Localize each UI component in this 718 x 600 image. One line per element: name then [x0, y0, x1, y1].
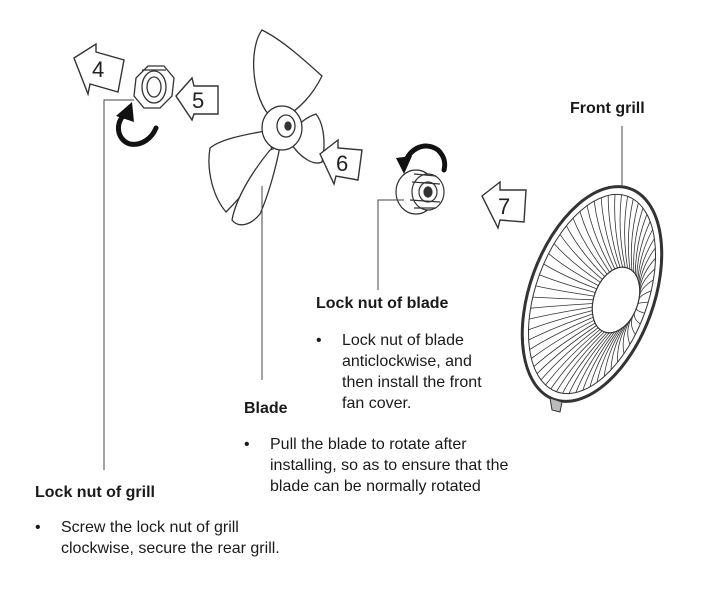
grill-spoke: [556, 331, 605, 392]
grill-spoke: [579, 211, 610, 273]
grill-spoke: [529, 306, 593, 320]
arrow-left-icon: [319, 138, 363, 187]
grill-spoke: [531, 319, 595, 359]
grill-spoke: [600, 197, 618, 269]
grill-spoke: [582, 331, 615, 391]
arrow-left-icon: [481, 180, 527, 231]
grill-spoke: [562, 332, 608, 394]
grill-spoke: [572, 217, 608, 275]
step-arrow-7: 7: [481, 180, 527, 231]
grill-spokes: [528, 194, 656, 394]
grill-spoke: [566, 225, 605, 277]
grill-spoke: [536, 325, 597, 374]
grill-spoke: [559, 234, 603, 280]
grill-spoke: [634, 214, 648, 275]
grill-spoke: [545, 329, 601, 386]
grill-spoke: [624, 196, 628, 269]
label-blade: Blade: [244, 400, 288, 417]
grill-spoke: [535, 285, 595, 297]
grill-spoke: [636, 221, 651, 278]
step-number: 4: [92, 57, 104, 82]
leader-line-blade-nut: [377, 199, 404, 290]
grill-spoke: [575, 332, 613, 393]
grill-lock-nut: [133, 65, 175, 109]
bullet-dot: •: [35, 519, 41, 536]
grill-spoke: [614, 194, 624, 268]
grill-spoke: [568, 332, 610, 394]
grill-spoke: [593, 201, 616, 270]
step-arrow-6: 6: [319, 138, 363, 187]
fan-blade: [208, 29, 325, 226]
label-lock-nut-blade: Lock nut of blade: [316, 295, 449, 312]
grill-spoke: [635, 307, 645, 314]
grill-spoke: [633, 207, 644, 273]
grill-spoke: [553, 243, 601, 283]
step-arrow-5: 5: [175, 76, 219, 122]
grill-spoke: [639, 268, 656, 293]
grill-spoke: [603, 327, 623, 377]
bullet-text: Screw the lock nut of grill clockwise, s…: [61, 519, 280, 557]
grill-spoke: [637, 301, 649, 305]
grill-spoke: [631, 314, 636, 335]
leader-line-grill-nut: [103, 99, 134, 470]
grill-spoke: [532, 296, 594, 301]
grill-spoke: [589, 330, 618, 388]
grill-spoke: [596, 329, 621, 383]
grill-spoke: [528, 310, 593, 331]
grill-spoke: [528, 313, 593, 341]
bullet-dot: •: [316, 332, 322, 349]
step-number: 5: [192, 88, 204, 113]
grill-spoke: [637, 229, 653, 280]
rotate-clockwise-icon: [116, 102, 159, 147]
grill-spoke: [586, 205, 613, 271]
bullet-text: Lock nut of blade anticlockwise, and the…: [342, 332, 482, 412]
step-number: 7: [498, 194, 510, 219]
grill-spoke: [638, 290, 652, 301]
label-lock-nut-grill: Lock nut of grill: [35, 484, 155, 501]
grill-spoke: [540, 327, 599, 381]
grill-spoke: [627, 198, 634, 270]
grill-spoke: [639, 247, 656, 287]
arrow-left-icon: [73, 42, 125, 97]
grill-spoke: [548, 253, 599, 286]
grill-spoke: [529, 316, 594, 350]
grill-spoke: [533, 322, 596, 367]
bullet-dot: •: [244, 436, 250, 453]
grill-spoke: [627, 317, 633, 345]
front-grill: [520, 185, 664, 413]
grill-spoke: [617, 323, 628, 363]
grill-spoke: [630, 202, 639, 271]
arrow-left-icon: [175, 76, 219, 122]
grill-spoke: [639, 257, 656, 290]
grill-spoke: [607, 195, 621, 268]
grill-spoke: [622, 320, 630, 354]
grill-spoke: [543, 263, 597, 290]
grill-spoke: [639, 279, 654, 297]
grill-spoke: [633, 310, 641, 325]
label-front-grill: Front grill: [570, 100, 645, 117]
grill-spoke: [619, 194, 626, 268]
step-arrow-4: 4: [73, 42, 125, 97]
grill-spoke: [530, 303, 593, 309]
bullet-text: Pull the blade to rotate after installin…: [270, 436, 509, 495]
grill-spoke: [610, 325, 626, 370]
blade-lock-nut: [395, 169, 445, 215]
grill-spoke: [539, 274, 596, 293]
rotate-anticlockwise-icon: [396, 143, 448, 174]
step-number: 6: [336, 151, 348, 176]
grill-spoke: [638, 238, 655, 283]
grill-spoke: [550, 330, 603, 390]
